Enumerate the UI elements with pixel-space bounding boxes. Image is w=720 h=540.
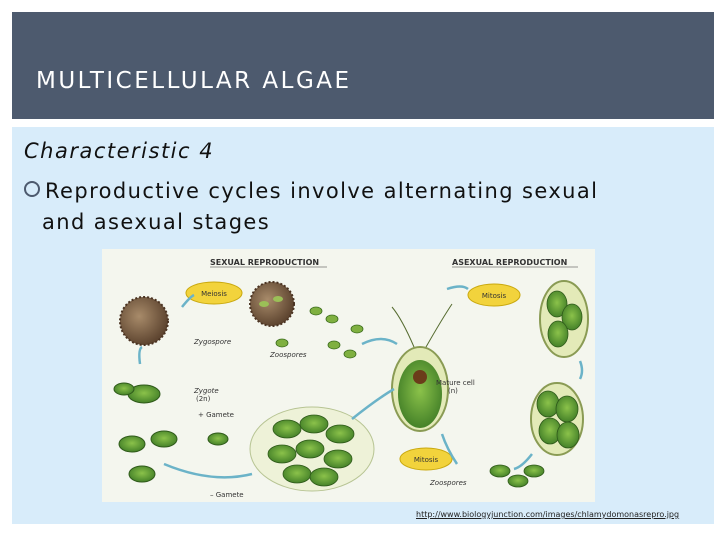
zoospore-small-icons bbox=[275, 306, 364, 359]
zoospores-label-left: Zoospores bbox=[269, 351, 307, 359]
minus-gamete-label: – Gamete bbox=[210, 491, 244, 499]
mitosis-top-badge: Mitosis bbox=[467, 283, 521, 307]
zygospore-2-icon bbox=[249, 281, 295, 327]
bullet-item: Reproductive cycles involve alternating … bbox=[24, 176, 704, 238]
image-source-link[interactable]: http://www.biologyjunction.com/images/ch… bbox=[416, 510, 680, 519]
mitosis-top-text: Mitosis bbox=[482, 292, 507, 300]
cycle-arrows bbox=[138, 285, 584, 479]
mature-cell-label: Mature cell bbox=[436, 379, 475, 387]
zygospore-1-icon bbox=[119, 296, 169, 346]
characteristic-heading: Characteristic 4 bbox=[24, 139, 215, 163]
title-bar: MULTICELLULAR ALGAE bbox=[12, 12, 714, 119]
zygospore-label: Zygospore bbox=[193, 338, 231, 346]
meiosis-badge: Meiosis bbox=[185, 281, 243, 305]
sexual-reproduction-label: SEXUAL REPRODUCTION bbox=[210, 258, 319, 267]
reproduction-diagram: SEXUAL REPRODUCTION ASEXUAL REPRODUCTION… bbox=[102, 249, 595, 502]
zygote-ploidy: (2n) bbox=[196, 395, 211, 403]
gamete-pair-icon bbox=[118, 430, 229, 483]
mitosis-bottom-badge: Mitosis bbox=[399, 447, 453, 471]
bullet-circle-icon bbox=[24, 181, 40, 197]
content-panel: Characteristic 4 Reproductive cycles inv… bbox=[12, 127, 714, 524]
plus-gamete-label: + Gamete bbox=[198, 411, 234, 419]
meiosis-text: Meiosis bbox=[201, 290, 227, 298]
zygote-icon bbox=[113, 382, 161, 404]
bullet-text-line1: Reproductive cycles involve alternating … bbox=[45, 179, 599, 203]
dividing-cells-icon bbox=[489, 280, 589, 488]
mature-cell-ploidy: (n) bbox=[448, 387, 458, 395]
bullet-text-line2: and asexual stages bbox=[42, 210, 271, 234]
asexual-reproduction-label: ASEXUAL REPRODUCTION bbox=[452, 258, 567, 267]
cell-colony-icon bbox=[249, 406, 375, 492]
zygote-label: Zygote bbox=[193, 387, 219, 395]
diagram-svg: SEXUAL REPRODUCTION ASEXUAL REPRODUCTION… bbox=[113, 258, 589, 499]
mature-cell-icon bbox=[391, 303, 453, 432]
zoospores-label-right: Zoospores bbox=[429, 479, 467, 487]
slide-title: MULTICELLULAR ALGAE bbox=[36, 68, 352, 94]
mitosis-bottom-text: Mitosis bbox=[414, 456, 439, 464]
